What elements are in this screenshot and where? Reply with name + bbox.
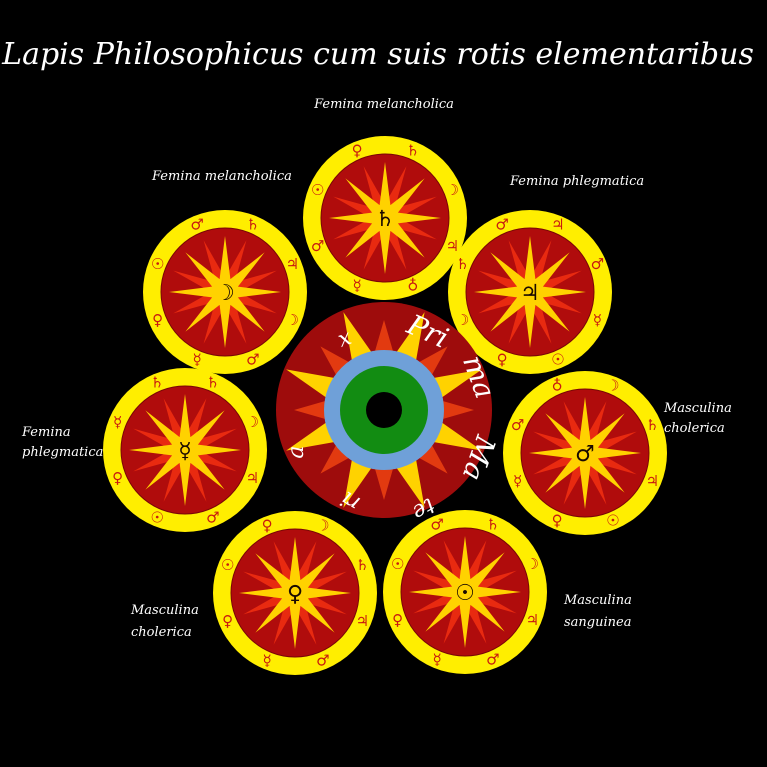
wheel-rim-glyph: ♂ — [316, 651, 329, 669]
wheel-rim-glyph: ♃ — [246, 469, 259, 487]
wheel-rim-glyph: ♀ — [497, 350, 508, 368]
wheel-rim-glyph: ♂ — [206, 508, 219, 526]
wheel-rim-glyph: ♂ — [190, 216, 203, 234]
wheel-rim-glyph: ☉ — [221, 556, 234, 574]
wheel-hub — [571, 439, 599, 467]
wheel-left: ☿ ♄ ☽ ♃ ♂ ☉ ♀ ☿ ♄ — [103, 368, 267, 532]
center-hole — [366, 392, 402, 428]
wheel-center-glyph: ☉ — [455, 581, 475, 606]
wheel-rim-glyph: ♄ — [406, 142, 419, 160]
label-right-line1: Masculina — [663, 401, 732, 416]
wheel-rim-glyph: ☿ — [113, 413, 122, 431]
wheel-rim-glyph: ☽ — [446, 181, 459, 199]
wheel-bottom-right: ☉ ♄ ☽ ♃ ♂ ☿ ♀ ☉ ♂ — [383, 510, 547, 674]
wheel-rim-glyph: ♄ — [646, 416, 659, 434]
wheel-center-glyph: ☿ — [178, 439, 192, 464]
label-bottom-left-line1: Masculina — [130, 603, 199, 618]
wheel-hub — [451, 578, 479, 606]
wheel-rim-glyph: ☿ — [262, 651, 271, 669]
wheel-rim-glyph: ♄ — [456, 255, 469, 273]
label-right-line2: cholerica — [664, 421, 725, 436]
wheel-rim-glyph: ☽ — [606, 377, 619, 395]
wheel-right: ♂ ☽ ♄ ♃ ☉ ♀ ☿ ♂ ♁ — [503, 371, 667, 535]
wheel-rim-glyph: ☽ — [286, 311, 299, 329]
wheel-rim-glyph: ☉ — [606, 511, 619, 529]
wheel-rim-glyph: ☉ — [391, 555, 404, 573]
diagram-title: Lapis Philosophicus cum suis rotis eleme… — [1, 37, 754, 72]
wheel-rim-glyph: ♂ — [591, 255, 604, 273]
wheel-rim-glyph: ☿ — [513, 472, 522, 490]
wheels-group: ♄♄☽♃♁☿♂☉♀♃♃♂☿☉♀☽♄♂♂☽♄♃☉♀☿♂♁☉♄☽♃♂☿♀☉♂♀☽♄♃… — [103, 136, 667, 675]
wheel-center-glyph: ♂ — [575, 442, 595, 467]
wheel-rim-glyph: ♂ — [246, 350, 259, 368]
wheel-rim-glyph: ☽ — [526, 555, 539, 573]
wheel-hub — [516, 278, 544, 306]
wheel-hub — [171, 436, 199, 464]
wheel-rim-glyph: ♄ — [356, 556, 369, 574]
wheel-center-glyph: ♄ — [375, 207, 395, 232]
wheel-rim-glyph: ♂ — [486, 650, 499, 668]
wheel-rim-glyph: ☉ — [551, 350, 564, 368]
wheel-rim-glyph: ☿ — [352, 276, 361, 294]
wheel-rim-glyph: ♀ — [392, 611, 403, 629]
label-bottom-left-line2: cholerica — [131, 625, 192, 640]
wheel-rim-glyph: ☉ — [151, 255, 164, 273]
wheel-rim-glyph: ♂ — [311, 237, 324, 255]
wheel-top-right: ♃ ♃ ♂ ☿ ☉ ♀ ☽ ♄ ♂ — [448, 210, 612, 374]
wheel-rim-glyph: ♂ — [430, 516, 443, 534]
wheel-hub — [371, 204, 399, 232]
wheel-hub — [281, 579, 309, 607]
wheel-rim-glyph: ☽ — [456, 311, 469, 329]
wheel-rim-glyph: ☽ — [316, 517, 329, 535]
wheel-rim-glyph: ♀ — [552, 511, 563, 529]
wheel-rim-glyph: ♃ — [551, 216, 564, 234]
wheel-rim-glyph: ♄ — [206, 374, 219, 392]
wheel-rim-glyph: ♃ — [526, 611, 539, 629]
wheel-rim-glyph: ☉ — [311, 181, 324, 199]
center-word: a — [284, 445, 309, 458]
wheel-center-glyph: ☽ — [215, 281, 235, 306]
wheel-rim-glyph: ☿ — [192, 350, 201, 368]
label-left-line1: Femina — [21, 425, 71, 440]
wheel-rim-glyph: ♃ — [446, 237, 459, 255]
wheel-rim-glyph: ♄ — [486, 516, 499, 534]
label-bottom-right-line2: sanguinea — [564, 615, 631, 630]
wheel-bottom-left: ♀ ☽ ♄ ♃ ♂ ☿ ♀ ☉ ♀ — [213, 511, 377, 675]
wheel-rim-glyph: ☿ — [432, 650, 441, 668]
wheel-rim-glyph: ♂ — [511, 416, 524, 434]
wheel-center-glyph: ♃ — [520, 281, 540, 306]
wheel-hub — [211, 278, 239, 306]
wheel-rim-glyph: ♀ — [152, 311, 163, 329]
label-left-line2: phlegmatica — [22, 445, 103, 460]
wheel-rim-glyph: ♄ — [246, 216, 259, 234]
wheel-rim-glyph: ☿ — [593, 311, 602, 329]
wheel-rim-glyph: ♁ — [407, 276, 418, 294]
wheel-top: ♄ ♄ ☽ ♃ ♁ ☿ ♂ ☉ ♀ — [303, 136, 467, 300]
wheel-rim-glyph: ♂ — [495, 216, 508, 234]
wheel-rim-glyph: ♃ — [646, 472, 659, 490]
wheel-rim-glyph: ♀ — [222, 612, 233, 630]
wheel-rim-glyph: ♄ — [150, 374, 163, 392]
wheel-center-glyph: ♀ — [287, 582, 303, 607]
wheel-rim-glyph: ♃ — [356, 612, 369, 630]
wheel-rim-glyph: ☉ — [150, 508, 163, 526]
label-top-left: Femina melancholica — [151, 169, 292, 184]
label-bottom-right-line1: Masculina — [563, 593, 632, 608]
wheel-rim-glyph: ♃ — [286, 255, 299, 273]
wheel-rim-glyph: ♀ — [112, 469, 123, 487]
wheel-rim-glyph: ♀ — [262, 517, 273, 535]
wheel-rim-glyph: ♀ — [352, 142, 363, 160]
label-top: Femina melancholica — [313, 97, 454, 112]
wheel-rim-glyph: ♁ — [552, 377, 563, 395]
wheel-top-left: ☽ ♄ ♃ ☽ ♂ ☿ ♀ ☉ ♂ — [143, 210, 307, 374]
wheel-rim-glyph: ☽ — [246, 413, 259, 431]
label-top-right: Femina phlegmatica — [509, 174, 644, 189]
